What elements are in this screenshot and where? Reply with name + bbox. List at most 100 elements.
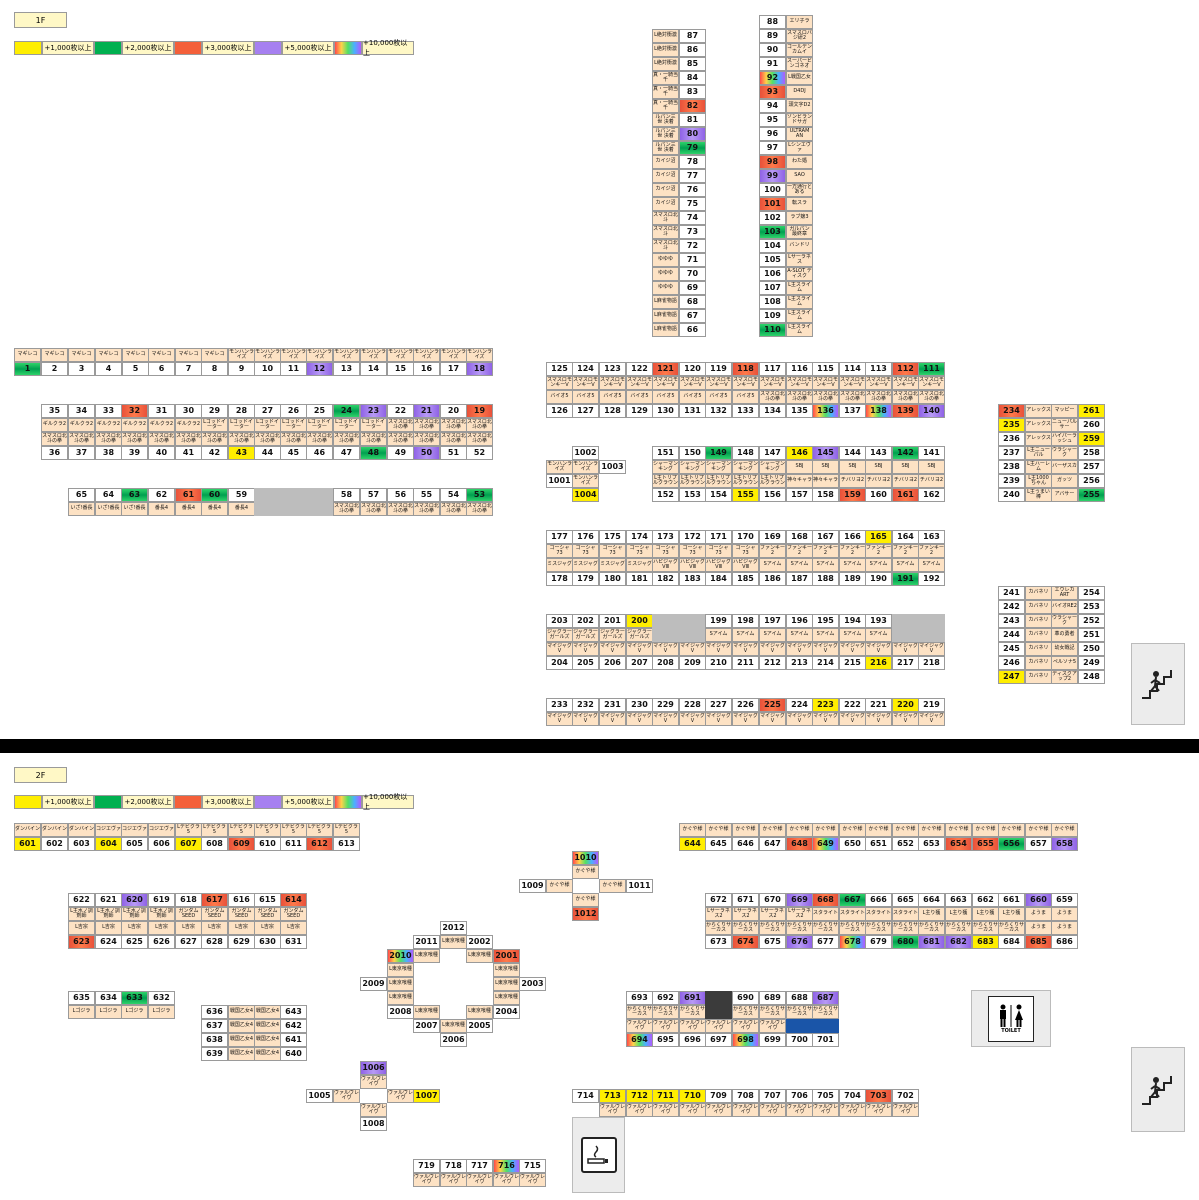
machine-number: 35 [41,404,68,418]
blocked-area [786,1019,839,1033]
machine-name: かぐや様 [1025,823,1052,837]
machine-name: シャーマンキング [732,460,759,474]
machine-number: 98 [759,155,786,169]
machine-name: ガンダムSEED [228,907,255,921]
machine-number: 609 [228,837,255,851]
machine-name: マイジャグV [705,712,732,726]
machine-number: 58 [333,488,360,502]
machine-number: 688 [786,991,813,1005]
machine-name: スマスロモンキーV [865,376,892,390]
machine-name: 一方通行とある [786,183,813,197]
machine-name: からくりサーカス [786,921,813,935]
machine-name: かぐや様 [679,823,706,837]
machine-name: かぐや様 [945,823,972,837]
machine-number: 172 [679,530,706,544]
machine-name: 転スラ [786,197,813,211]
machine-number: 242 [998,600,1025,614]
machine-name: スマスロ北斗の拳 [440,502,467,516]
machine-name: Sアイム [732,628,759,642]
machine-name: スマスロ北斗の拳 [333,432,360,446]
machine-name: ガルパン最終章 [786,225,813,239]
machine-name: ゴーシャ73 [546,544,573,558]
machine-number: 1012 [572,907,599,921]
machine-number: 687 [812,991,839,1005]
legend-swatch [94,41,122,55]
machine-number: 140 [918,404,945,418]
machine-number: 68 [679,295,706,309]
machine-number: 713 [599,1089,626,1103]
machine-number: 212 [759,656,786,670]
machine-number: 244 [998,628,1025,642]
machine-number: 40 [148,446,175,460]
machine-number: 107 [759,281,786,295]
machine-name: L主スライム [786,309,813,323]
machine-number: 692 [652,991,679,1005]
machine-number: 716 [493,1159,520,1173]
machine-name: かぐや様 [839,823,866,837]
machine-number: 74 [679,211,706,225]
machine-number: 174 [626,530,653,544]
machine-number: 170 [732,530,759,544]
machine-name: バーザスカ [1051,460,1078,474]
machine-name: Lデビクラ5 [175,823,202,837]
machine-name: かぐや様 [865,823,892,837]
machine-number: 152 [652,488,679,502]
machine-name: ヴァルヴレイヴ [839,1103,866,1117]
machine-number: 247 [998,670,1025,684]
machine-number: 38 [95,446,122,460]
machine-name: マギレコ [175,348,202,362]
machine-number: 127 [572,404,599,418]
machine-name: モンハンライズ [254,348,281,362]
machine-number: 55 [413,488,440,502]
machine-name: チバリヨ2 [839,474,866,488]
machine-name: スマスロモンキーV [759,376,786,390]
machine-name: L主水ノ調剤師 [121,907,148,921]
machine-number: 215 [839,656,866,670]
machine-name: マイジャグV [652,712,679,726]
machine-number: 603 [68,837,95,851]
machine-number: 34 [68,404,95,418]
machine-name: Lゴッドイーター [254,418,281,432]
machine-name: スマスロ北斗の拳 [440,432,467,446]
machine-number: 20 [440,404,467,418]
machine-name: ゆゆゆ [652,267,679,281]
machine-number: 676 [786,935,813,949]
machine-name: スマスロ北斗の拳 [68,432,95,446]
machine-number: 651 [865,837,892,851]
machine-name: バイオRE2 [1051,600,1078,614]
machine-number: 219 [918,698,945,712]
machine-name: Sアイム [759,558,786,572]
machine-name: Lゴッドイーター [228,418,255,432]
machine-name: スマスロ北斗の拳 [413,418,440,432]
machine-number: 9 [228,362,255,376]
machine-name: エリ子ラ [786,15,813,29]
machine-number: 125 [546,362,573,376]
machine-name: Lサーラネス2 [732,907,759,921]
machine-name: シャーマンキング [652,460,679,474]
machine-name: スーパービ ンゴネオ [786,57,813,71]
machine-name: アレックス [1025,418,1052,432]
machine-name: からくりサーカス [759,1005,786,1019]
machine-number: 204 [546,656,573,670]
machine-number: 110 [759,323,786,337]
machine-number: 205 [572,656,599,670]
machine-number: 56 [387,488,414,502]
machine-name: スマスロ北斗の拳 [175,432,202,446]
machine-number: 65 [68,488,95,502]
machine-name: カバネリ [1025,656,1052,670]
machine-number: 216 [865,656,892,670]
machine-name: スマスロ北斗の拳 [360,502,387,516]
machine-name: スマスロ北斗の拳 [41,432,68,446]
machine-name: L吉宗 [121,921,148,935]
machine-number: 122 [626,362,653,376]
machine-name: カイジ沼 [652,197,679,211]
machine-number: 653 [918,837,945,851]
machine-name: スマスロ北斗の拳 [918,390,945,404]
machine-number: 114 [839,362,866,376]
machine-name: L主トリプルクラウン [705,474,732,488]
machine-name: 番長4 [228,502,255,516]
machine-name: マイジャグV [626,712,653,726]
machine-name: 戦国乙女4 [254,1019,281,1033]
machine-number: 613 [333,837,360,851]
machine-name: L主スライム [786,323,813,337]
